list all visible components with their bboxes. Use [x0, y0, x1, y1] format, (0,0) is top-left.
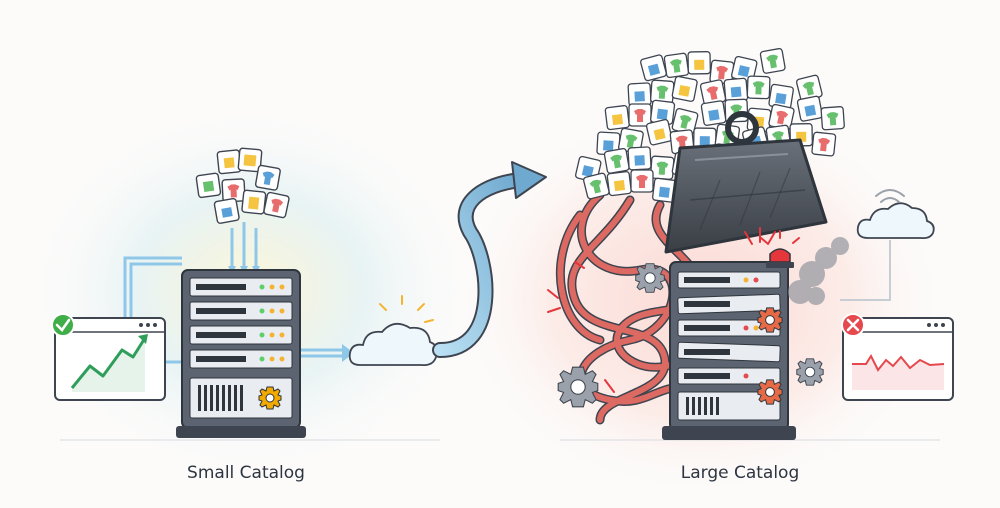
t-shirt-icon — [709, 59, 735, 85]
t-shirt-icon — [628, 103, 652, 127]
shopping-bag-icon — [627, 82, 652, 107]
t-shirt-icon — [820, 106, 845, 131]
status-leds — [259, 284, 285, 362]
warning-gear-icon-1 — [757, 307, 783, 333]
shopping-bag-icon — [700, 100, 727, 126]
t-shirt-icon — [582, 172, 610, 200]
small-product-cluster — [195, 147, 291, 225]
shopping-bag-icon — [627, 146, 652, 171]
left-data-flow-pipes — [123, 222, 345, 364]
gear-icon-upper — [635, 263, 665, 293]
check-icon — [51, 313, 75, 337]
cloud-icon — [348, 295, 439, 366]
t-shirt-icon — [795, 74, 823, 102]
t-shirt-icon — [630, 169, 654, 193]
shopping-bag-icon — [604, 105, 630, 131]
shopping-bag-icon — [671, 75, 698, 102]
shopping-bag-icon — [606, 171, 632, 197]
small-server — [176, 269, 306, 438]
siren-icon — [760, 230, 800, 268]
shopping-bag-icon — [723, 77, 749, 103]
warning-gear-icon-2 — [757, 379, 783, 405]
t-shirt-icon — [811, 131, 837, 157]
transition-arrow — [432, 161, 547, 358]
gear-icon — [258, 386, 282, 410]
t-shirt-icon — [663, 52, 690, 79]
shopping-bag-icon — [640, 54, 667, 82]
wifi-icon — [856, 189, 935, 240]
overloaded-server — [662, 261, 796, 440]
shopping-bag-icon — [596, 131, 621, 156]
t-shirt-icon — [746, 75, 771, 100]
t-shirt-icon — [650, 155, 675, 180]
trend-up-chart — [70, 337, 147, 389]
flow-arrowhead-cloud — [342, 344, 354, 362]
t-shirt-icon — [759, 48, 786, 74]
close-icon — [841, 313, 865, 337]
error-analytics-window — [842, 317, 954, 401]
small-catalog-caption: Small Catalog — [187, 463, 305, 483]
t-shirt-icon — [650, 79, 675, 104]
t-shirt-icon — [699, 79, 727, 106]
shopping-bag-icon — [687, 51, 711, 75]
weight-icon — [664, 111, 828, 254]
smoke-plume — [788, 237, 849, 305]
t-shirt-icon — [603, 148, 630, 174]
large-catalog-caption: Large Catalog — [680, 463, 800, 483]
shopping-bag-icon — [796, 95, 823, 122]
error-trend-chart — [852, 353, 945, 372]
shopping-bag-icon — [768, 83, 794, 110]
gear-icon-right — [796, 358, 824, 386]
success-analytics-window — [54, 317, 166, 401]
shopping-bag-icon — [652, 177, 678, 203]
gear-icon-left — [557, 366, 599, 408]
shopping-bag-icon — [645, 118, 673, 146]
connection-line — [840, 240, 891, 301]
t-shirt-icon — [768, 103, 795, 131]
